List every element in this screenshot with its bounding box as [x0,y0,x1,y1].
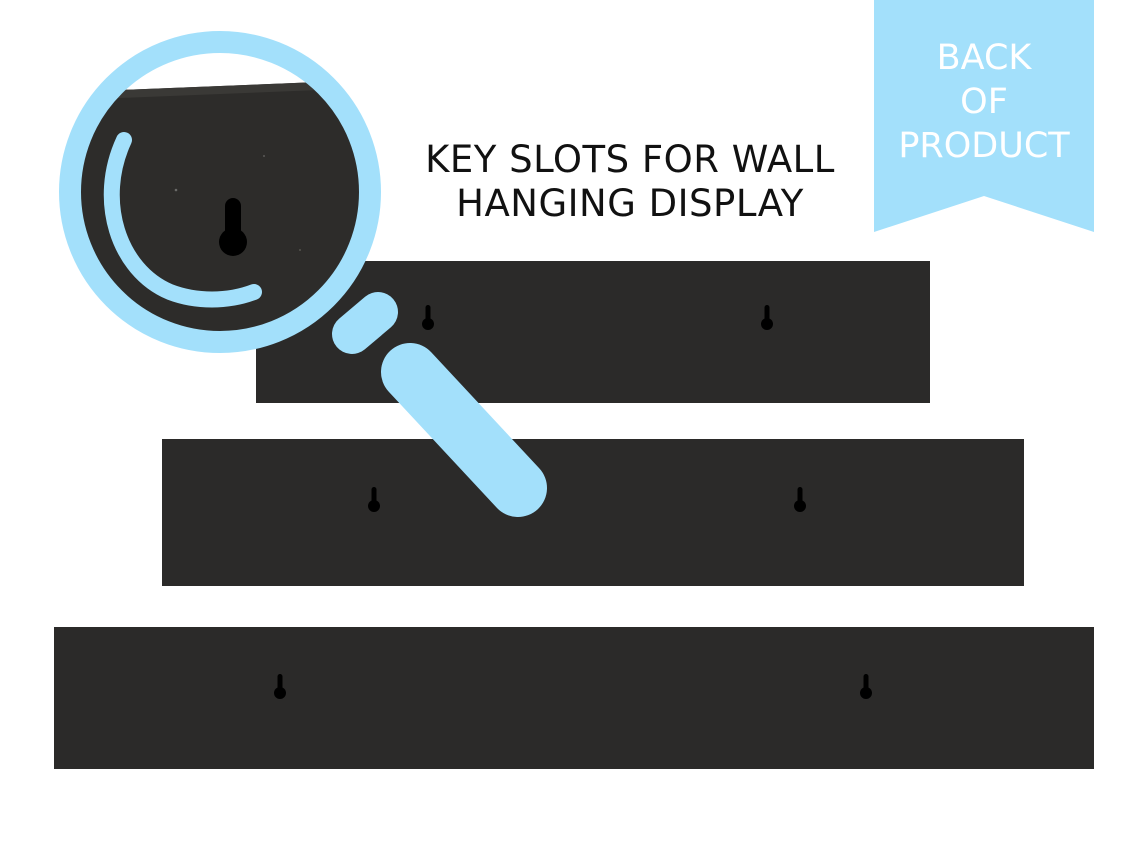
shelf-top [256,261,930,403]
shelf-middle [162,439,1024,586]
keyhole-slot-icon [793,487,807,513]
keyhole-slot-icon [859,674,873,700]
banner-line-3: PRODUCT [898,126,1070,166]
headline: KEY SLOTS FOR WALL HANGING DISPLAY [385,138,875,226]
keyhole-slot-icon [760,305,774,331]
banner-text: BACK OF PRODUCT [874,36,1094,168]
headline-line-2: HANGING DISPLAY [456,182,804,225]
back-of-product-banner: BACK OF PRODUCT [874,0,1094,232]
keyhole-slot-icon [367,487,381,513]
headline-line-1: KEY SLOTS FOR WALL [425,138,835,181]
banner-line-2: OF [960,82,1008,122]
shelf-bottom [54,627,1094,769]
banner-line-1: BACK [936,38,1032,78]
keyhole-slot-icon [273,674,287,700]
keyhole-slot-icon [421,305,435,331]
